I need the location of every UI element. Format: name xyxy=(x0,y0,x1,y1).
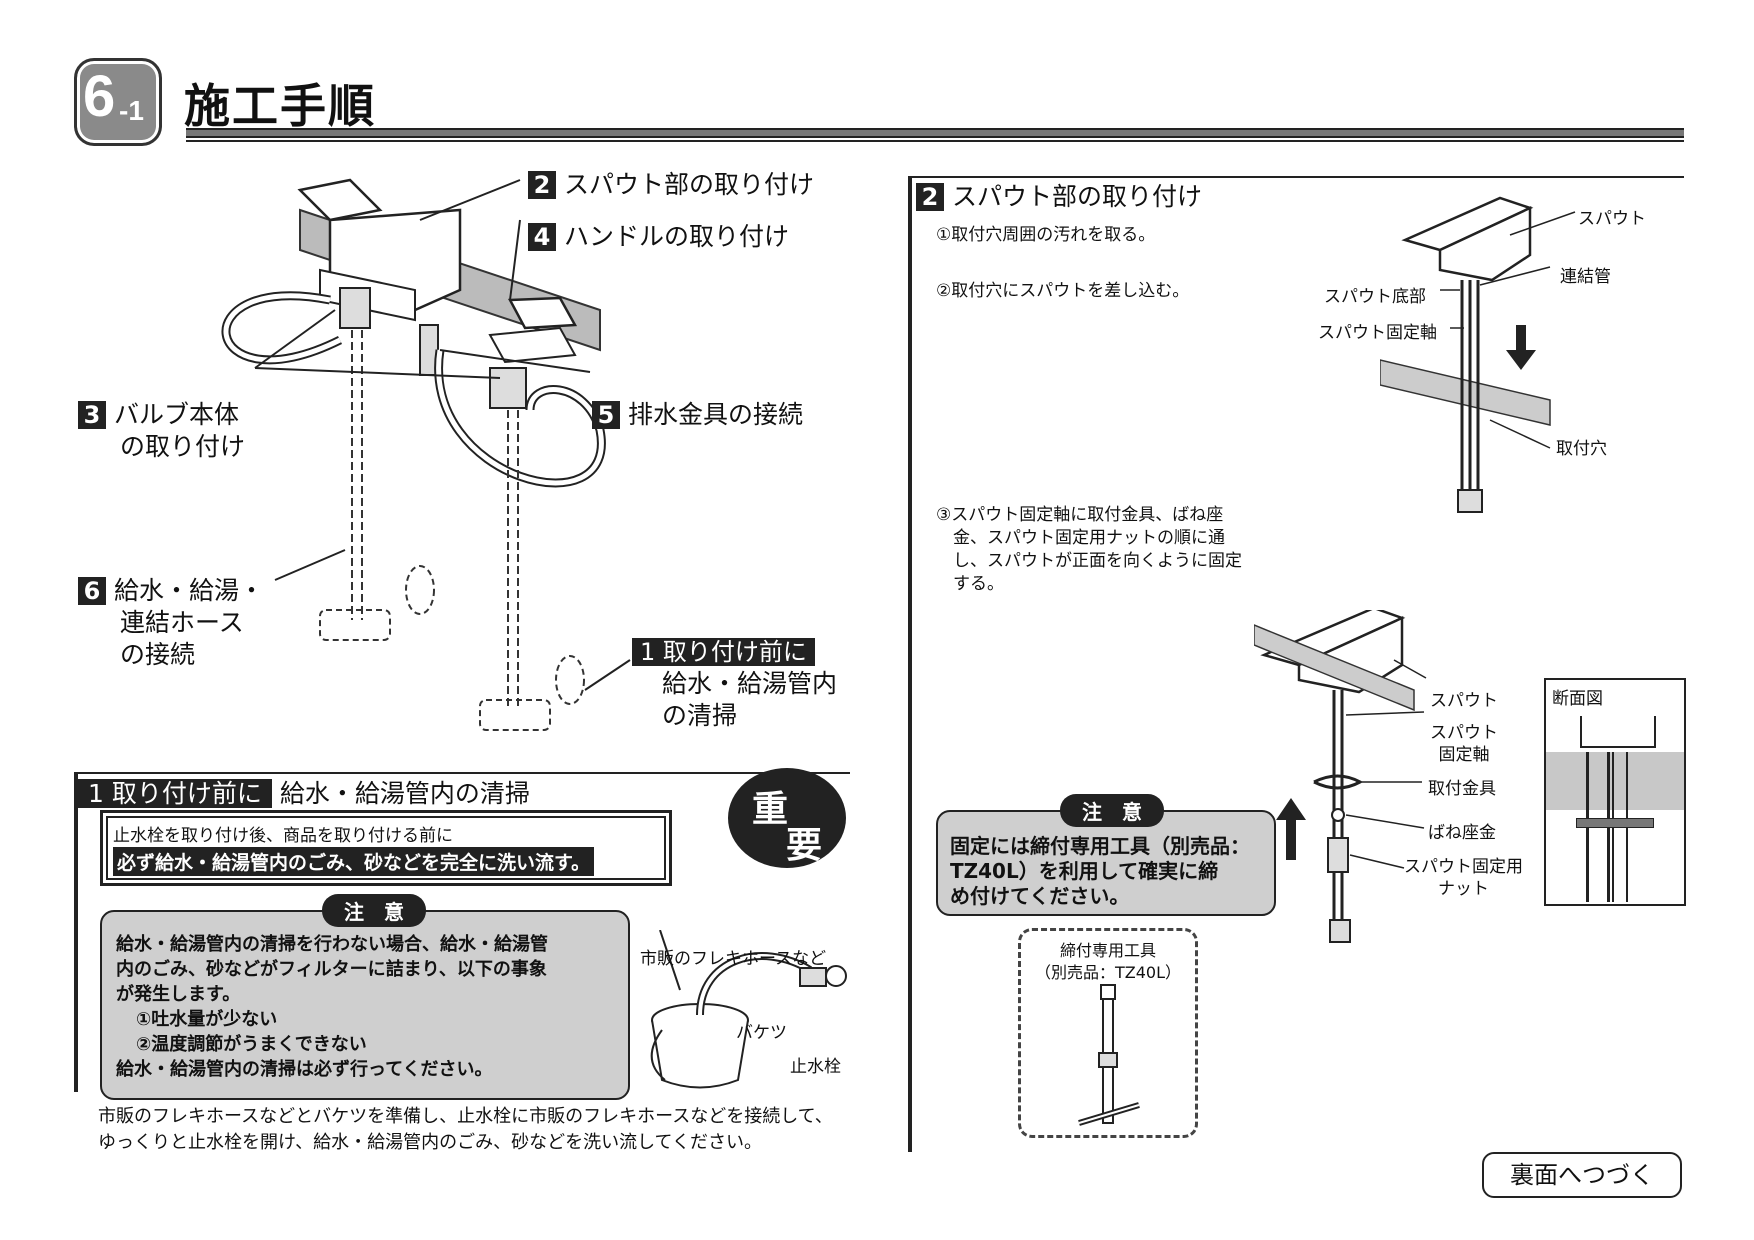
fig2-nut: スパウト固定用 ナット xyxy=(1404,857,1523,899)
tool-icon xyxy=(1078,984,1140,1126)
instr-1: ①取付穴周囲の汚れを取る。 xyxy=(936,225,1156,245)
step5-num: 5 xyxy=(592,401,620,429)
fig2-spout: スパウト xyxy=(1430,691,1498,711)
must-clean-box: 止水栓を取り付け後、商品を取り付ける前に 必ず給水・給湯管内のごみ、砂などを完全… xyxy=(100,810,672,886)
spout-fixing-diagram xyxy=(1254,610,1427,943)
right-column-rule xyxy=(908,176,912,1152)
fig1-spout-bottom: スパウト底部 xyxy=(1324,287,1426,307)
fig2-bracket: 取付金具 xyxy=(1428,779,1496,799)
must-clean-line1: 止水栓を取り付け後、商品を取り付ける前に xyxy=(113,826,453,846)
cleaning-title: 給水・給湯管内の清掃 xyxy=(279,779,530,808)
cleaning-left-rule xyxy=(74,772,78,1092)
fig1-connector: 連結管 xyxy=(1560,267,1611,287)
fixing-caution-title: 注 意 xyxy=(1060,794,1164,827)
step1-label: 1 取り付け前に 給水・給湯管内 の清掃 xyxy=(632,636,837,732)
cleaning-header-rule xyxy=(74,772,850,774)
fig1-hole: 取付穴 xyxy=(1556,439,1607,459)
bucket-hose-diagram xyxy=(650,930,847,1089)
badge-main: 6 xyxy=(83,64,116,129)
badge-sub: -1 xyxy=(119,95,144,126)
caution-title: 注 意 xyxy=(322,894,426,927)
section-view-label: 断面図 xyxy=(1552,689,1603,709)
fixing-caution-box: 注 意 固定には締付専用工具（別売品： TZ40L）を利用して確実に締 め付けて… xyxy=(936,794,1276,916)
tool-box: 締付専用工具 （別売品：TZ40L） xyxy=(1018,928,1198,1138)
faucet-overview-diagram xyxy=(221,178,631,731)
right-section-title: スパウト部の取り付け xyxy=(952,182,1203,211)
right-section-header: 2 スパウト部の取り付け xyxy=(916,180,1202,213)
cleaning-tag: 1 取り付け前に xyxy=(78,779,272,808)
fig2-shaft: スパウト 固定軸 xyxy=(1430,723,1498,765)
fig-valve-label: 止水栓 xyxy=(790,1057,841,1077)
fig-bucket-label: バケツ xyxy=(736,1023,787,1043)
step1-tag: 1 取り付け前に xyxy=(632,638,815,666)
tool-name: 締付専用工具 xyxy=(1059,941,1156,960)
step3-num: 3 xyxy=(78,401,106,429)
page-title: 施工手順 xyxy=(184,79,376,133)
fig-hose-label: 市販のフレキホースなど xyxy=(640,949,827,969)
fig1-spout-shaft: スパウト固定軸 xyxy=(1318,323,1437,343)
step2-num: 2 xyxy=(528,171,556,199)
section-view-box: 断面図 xyxy=(1544,678,1686,906)
step4-num: 4 xyxy=(528,223,556,251)
must-clean-line2: 必ず給水・給湯管内のごみ、砂などを完全に洗い流す。 xyxy=(113,847,595,876)
instr-2: ②取付穴にスパウトを差し込む。 xyxy=(936,281,1190,301)
instr-3: ③スパウト固定軸に取付金具、ばね座 金、スパウト固定用ナットの順に通 し、スパウ… xyxy=(936,505,1242,594)
cleaning-caution-box: 注 意 給水・給湯管内の清掃を行わない場合、給水・給湯管 内のごみ、砂などがフィ… xyxy=(100,894,630,1100)
cleaning-footer: 市販のフレキホースなどとバケツを準備し、止水栓に市販のフレキホースなどを接続して… xyxy=(98,1106,833,1153)
continue-badge: 裏面へつづく xyxy=(1482,1152,1682,1198)
important-badge: 重 要 xyxy=(728,768,846,868)
header-rule-thin xyxy=(186,140,1684,142)
right-header-rule xyxy=(908,176,1684,178)
section-badge: 6 -1 xyxy=(74,58,162,146)
step6-num: 6 xyxy=(78,577,106,605)
right-section-num: 2 xyxy=(916,183,944,211)
spout-insertion-diagram xyxy=(1380,196,1576,513)
fig1-spout: スパウト xyxy=(1578,209,1646,229)
cleaning-header: 1 取り付け前に 給水・給湯管内の清掃 xyxy=(78,774,530,810)
fig2-spring-washer: ばね座金 xyxy=(1428,823,1496,843)
tool-code: （別売品：TZ40L） xyxy=(1034,963,1181,982)
header-rule xyxy=(186,128,1684,138)
